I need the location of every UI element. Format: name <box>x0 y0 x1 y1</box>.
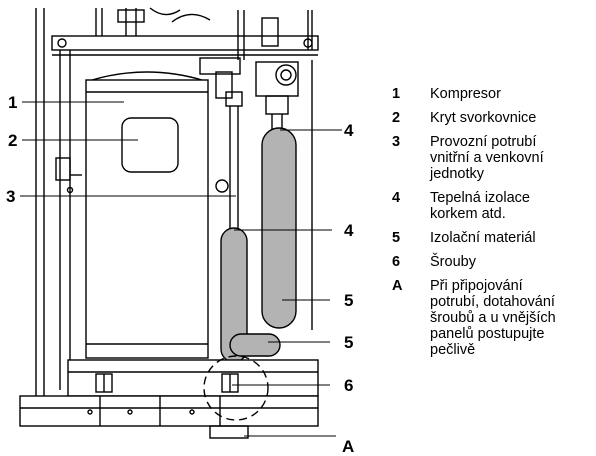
legend-text: Provozní potrubí vnitřní a venkovní jedn… <box>430 134 544 182</box>
legend-key: 6 <box>392 254 401 270</box>
legend: 1 Kompresor 2 Kryt svorkovnice 3 Provozn… <box>392 86 592 366</box>
legend-item-6: 6 Šrouby <box>392 254 592 270</box>
legend-key: 2 <box>392 110 401 126</box>
bolt-highlight-circle <box>203 355 269 421</box>
callout-3: 3 <box>6 187 15 206</box>
leader-lines <box>20 101 342 437</box>
legend-item-3: 3 Provozní potrubí vnitřní a venkovní je… <box>392 134 592 182</box>
callout-6: 6 <box>344 376 353 395</box>
callout-4-top: 4 <box>344 121 354 140</box>
base-plate <box>19 359 319 439</box>
legend-item-4: 4 Tepelná izolace korkem atd. <box>392 190 592 222</box>
callout-5-upper: 5 <box>344 291 353 310</box>
legend-item-A: A Při připojování potrubí, dotahování šr… <box>392 278 592 358</box>
legend-item-5: 5 Izolační materiál <box>392 230 592 246</box>
legend-key: A <box>392 278 403 294</box>
legend-text: Při připojování potrubí, dotahování šrou… <box>430 278 556 358</box>
callout-4-middle: 4 <box>344 221 354 240</box>
callout-5-lower: 5 <box>344 333 353 352</box>
legend-key: 5 <box>392 230 401 246</box>
top-pipework <box>95 7 279 99</box>
service-piping <box>215 61 299 373</box>
insulation-tubes <box>220 127 297 363</box>
legend-text: Kryt svorkovnice <box>430 110 537 126</box>
legend-text: Kompresor <box>430 86 501 102</box>
unit-frame <box>35 8 319 400</box>
callout-A: A <box>342 437 354 456</box>
legend-key: 1 <box>392 86 401 102</box>
legend-text: Tepelná izolace korkem atd. <box>430 190 530 222</box>
terminal-cover <box>121 117 179 173</box>
legend-item-1: 1 Kompresor <box>392 86 592 102</box>
legend-text: Izolační materiál <box>430 230 536 246</box>
callout-2: 2 <box>8 131 17 150</box>
legend-item-2: 2 Kryt svorkovnice <box>392 110 592 126</box>
legend-key: 4 <box>392 190 401 206</box>
legend-text: Šrouby <box>430 254 476 270</box>
compressor <box>85 71 209 359</box>
callout-1: 1 <box>8 93 17 112</box>
legend-key: 3 <box>392 134 401 150</box>
